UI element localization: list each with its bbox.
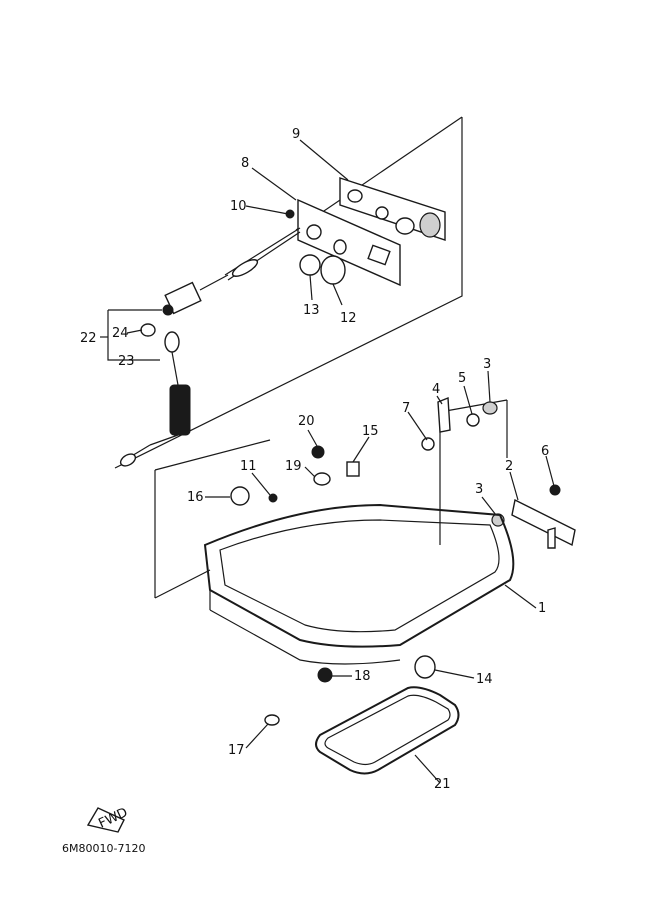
callout-22: 22 bbox=[80, 331, 97, 346]
callout-12: 12 bbox=[340, 311, 357, 326]
washer-3-upper bbox=[482, 401, 498, 415]
plug-13 bbox=[299, 254, 321, 276]
callout-21: 21 bbox=[434, 777, 451, 792]
bottom-cowling bbox=[203, 503, 515, 665]
callout-11: 11 bbox=[240, 459, 257, 474]
callout-15: 15 bbox=[362, 424, 379, 439]
callout-labels: 1 2 3 3 4 5 6 7 8 9 10 11 12 13 14 15 16… bbox=[80, 127, 549, 792]
callout-19: 19 bbox=[285, 459, 302, 474]
screw-6 bbox=[549, 484, 561, 496]
bracket-4 bbox=[437, 396, 451, 433]
callout-10: 10 bbox=[230, 199, 247, 214]
callout-6: 6 bbox=[541, 444, 549, 459]
grommet-14 bbox=[414, 655, 436, 679]
washer-19 bbox=[313, 472, 331, 486]
callout-7: 7 bbox=[402, 401, 410, 416]
callout-5: 5 bbox=[458, 371, 466, 386]
grommet-16 bbox=[230, 486, 250, 506]
grommet-17 bbox=[264, 714, 280, 726]
seal-21 bbox=[315, 686, 460, 775]
cap-24 bbox=[140, 323, 156, 337]
callout-3-upper: 3 bbox=[483, 357, 491, 372]
callout-8: 8 bbox=[241, 156, 249, 171]
fwd-arrow-icon: FWD bbox=[86, 805, 130, 833]
callout-24: 24 bbox=[112, 326, 129, 341]
callout-20: 20 bbox=[298, 414, 315, 429]
nut-11 bbox=[268, 493, 278, 503]
callout-13: 13 bbox=[303, 303, 320, 318]
bolt-20 bbox=[311, 445, 325, 459]
callout-1: 1 bbox=[538, 601, 546, 616]
callout-14: 14 bbox=[476, 672, 493, 687]
lever-2 bbox=[511, 498, 576, 549]
stop-switch bbox=[162, 227, 301, 316]
callout-18: 18 bbox=[354, 669, 371, 684]
callout-23: 23 bbox=[118, 354, 135, 369]
callout-9: 9 bbox=[292, 127, 300, 142]
lanyard bbox=[119, 331, 191, 467]
callout-3-lower: 3 bbox=[475, 482, 483, 497]
callout-16: 16 bbox=[187, 490, 204, 505]
switch-panel bbox=[339, 177, 446, 241]
leader-lines bbox=[100, 139, 555, 784]
grommet-15 bbox=[346, 461, 360, 477]
grommet-18 bbox=[317, 667, 333, 683]
nut-5 bbox=[466, 413, 480, 427]
drawing-code: 6M80010-7120 bbox=[62, 842, 146, 855]
callout-4: 4 bbox=[432, 382, 440, 397]
nut-7 bbox=[421, 437, 435, 451]
callout-2: 2 bbox=[505, 459, 513, 474]
callout-17: 17 bbox=[228, 743, 245, 758]
plug-12 bbox=[320, 255, 346, 285]
panel-gasket bbox=[297, 198, 401, 287]
